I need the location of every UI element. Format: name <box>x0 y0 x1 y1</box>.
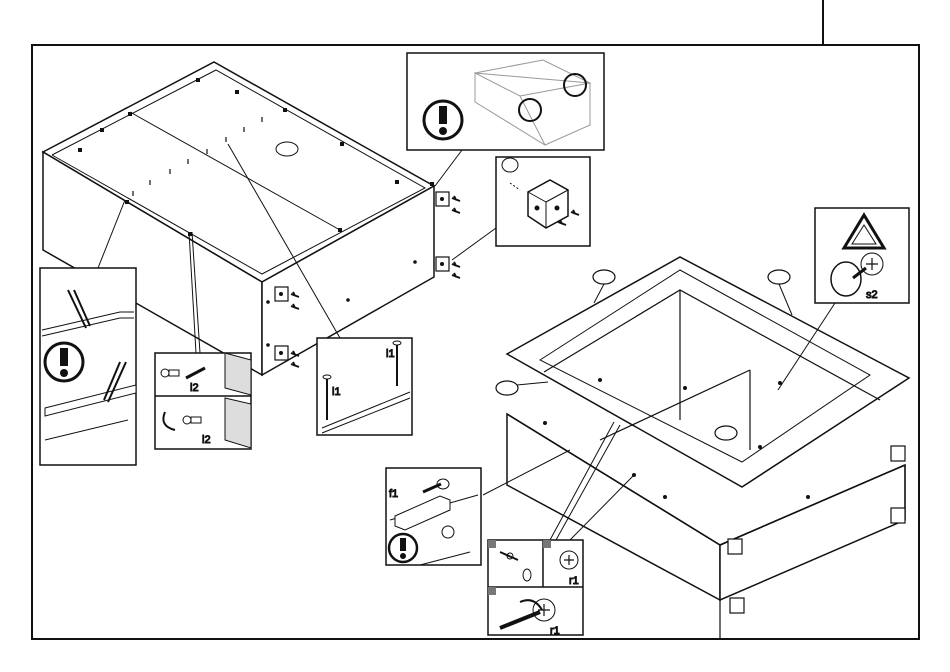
detail-warning-wireframe <box>407 53 604 150</box>
detail-cap-s2: s2 <box>815 208 909 303</box>
nail-label-l1-left: l1 <box>332 386 341 398</box>
detail-dowel-f1: f1 <box>386 468 481 565</box>
detail-connector-block <box>496 157 590 246</box>
nail-label-l1-right: l1 <box>386 348 395 360</box>
cam-label-r1-top: r1 <box>569 575 579 587</box>
detail-nails-l1: l1 l1 <box>317 338 412 435</box>
screw-label-l2-top: l2 <box>190 382 199 394</box>
detail-screw-l2: l2 l2 <box>155 353 251 449</box>
warning-icon <box>424 101 462 139</box>
cap-label-s2: s2 <box>866 289 878 301</box>
detail-pencil-marking <box>40 268 136 465</box>
warning-icon <box>389 534 417 562</box>
warning-icon <box>45 343 83 381</box>
dowel-label-f1: f1 <box>389 488 398 500</box>
screw-label-l2-bottom: l2 <box>202 434 211 446</box>
cam-label-r1-bottom: r1 <box>550 625 560 637</box>
detail-cam-lock-r1: r1 r1 <box>488 540 583 637</box>
